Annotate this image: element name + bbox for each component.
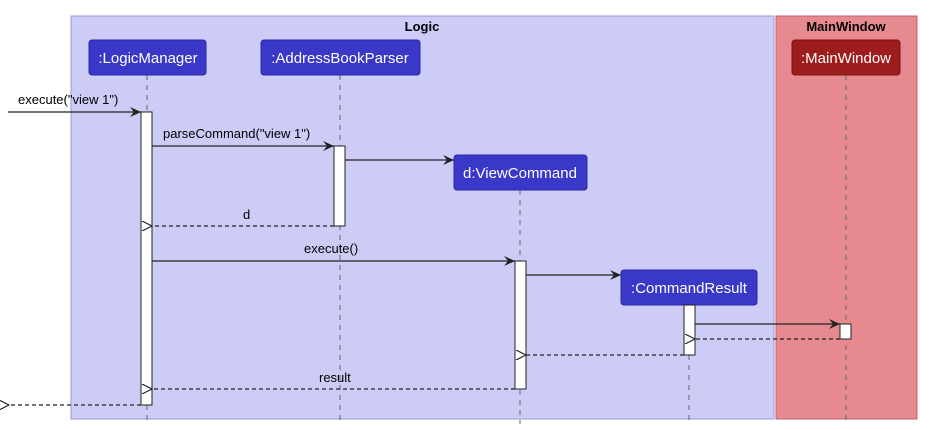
- logic-frame-title: Logic: [405, 19, 440, 34]
- participant-logic-manager-label: :LogicManager: [98, 50, 197, 67]
- participant-address-book-parser: :AddressBookParser: [260, 39, 421, 76]
- participant-view-command-label: d:ViewCommand: [463, 165, 577, 182]
- activation-address-book-parser: [333, 145, 346, 227]
- message-label-parse-command: parseCommand("view 1"): [163, 126, 310, 141]
- logic-frame-box: [70, 15, 775, 420]
- participant-command-result-label: :CommandResult: [631, 280, 748, 297]
- participant-command-result: :CommandResult: [620, 269, 758, 306]
- participant-main-window-label: :MainWindow: [801, 50, 891, 67]
- activation-logic-manager: [140, 111, 153, 406]
- participant-logic-manager: :LogicManager: [88, 39, 207, 76]
- message-label-execute-view: execute("view 1"): [18, 92, 118, 107]
- logic-frame: Logic: [70, 15, 775, 420]
- message-label-execute: execute(): [304, 241, 358, 256]
- participant-main-window: :MainWindow: [791, 39, 901, 76]
- activation-main-window: [839, 323, 852, 340]
- participant-view-command: d:ViewCommand: [453, 154, 588, 191]
- activations: [140, 111, 852, 406]
- participant-address-book-parser-label: :AddressBookParser: [271, 50, 409, 67]
- messages: execute("view 1") parseCommand("view 1")…: [8, 92, 840, 405]
- main-window-frame-title: MainWindow: [806, 19, 886, 34]
- activation-view-command: [514, 260, 527, 390]
- message-label-return-result: result: [319, 370, 351, 385]
- activation-command-result: [683, 304, 696, 356]
- message-label-return-d: d: [243, 207, 250, 222]
